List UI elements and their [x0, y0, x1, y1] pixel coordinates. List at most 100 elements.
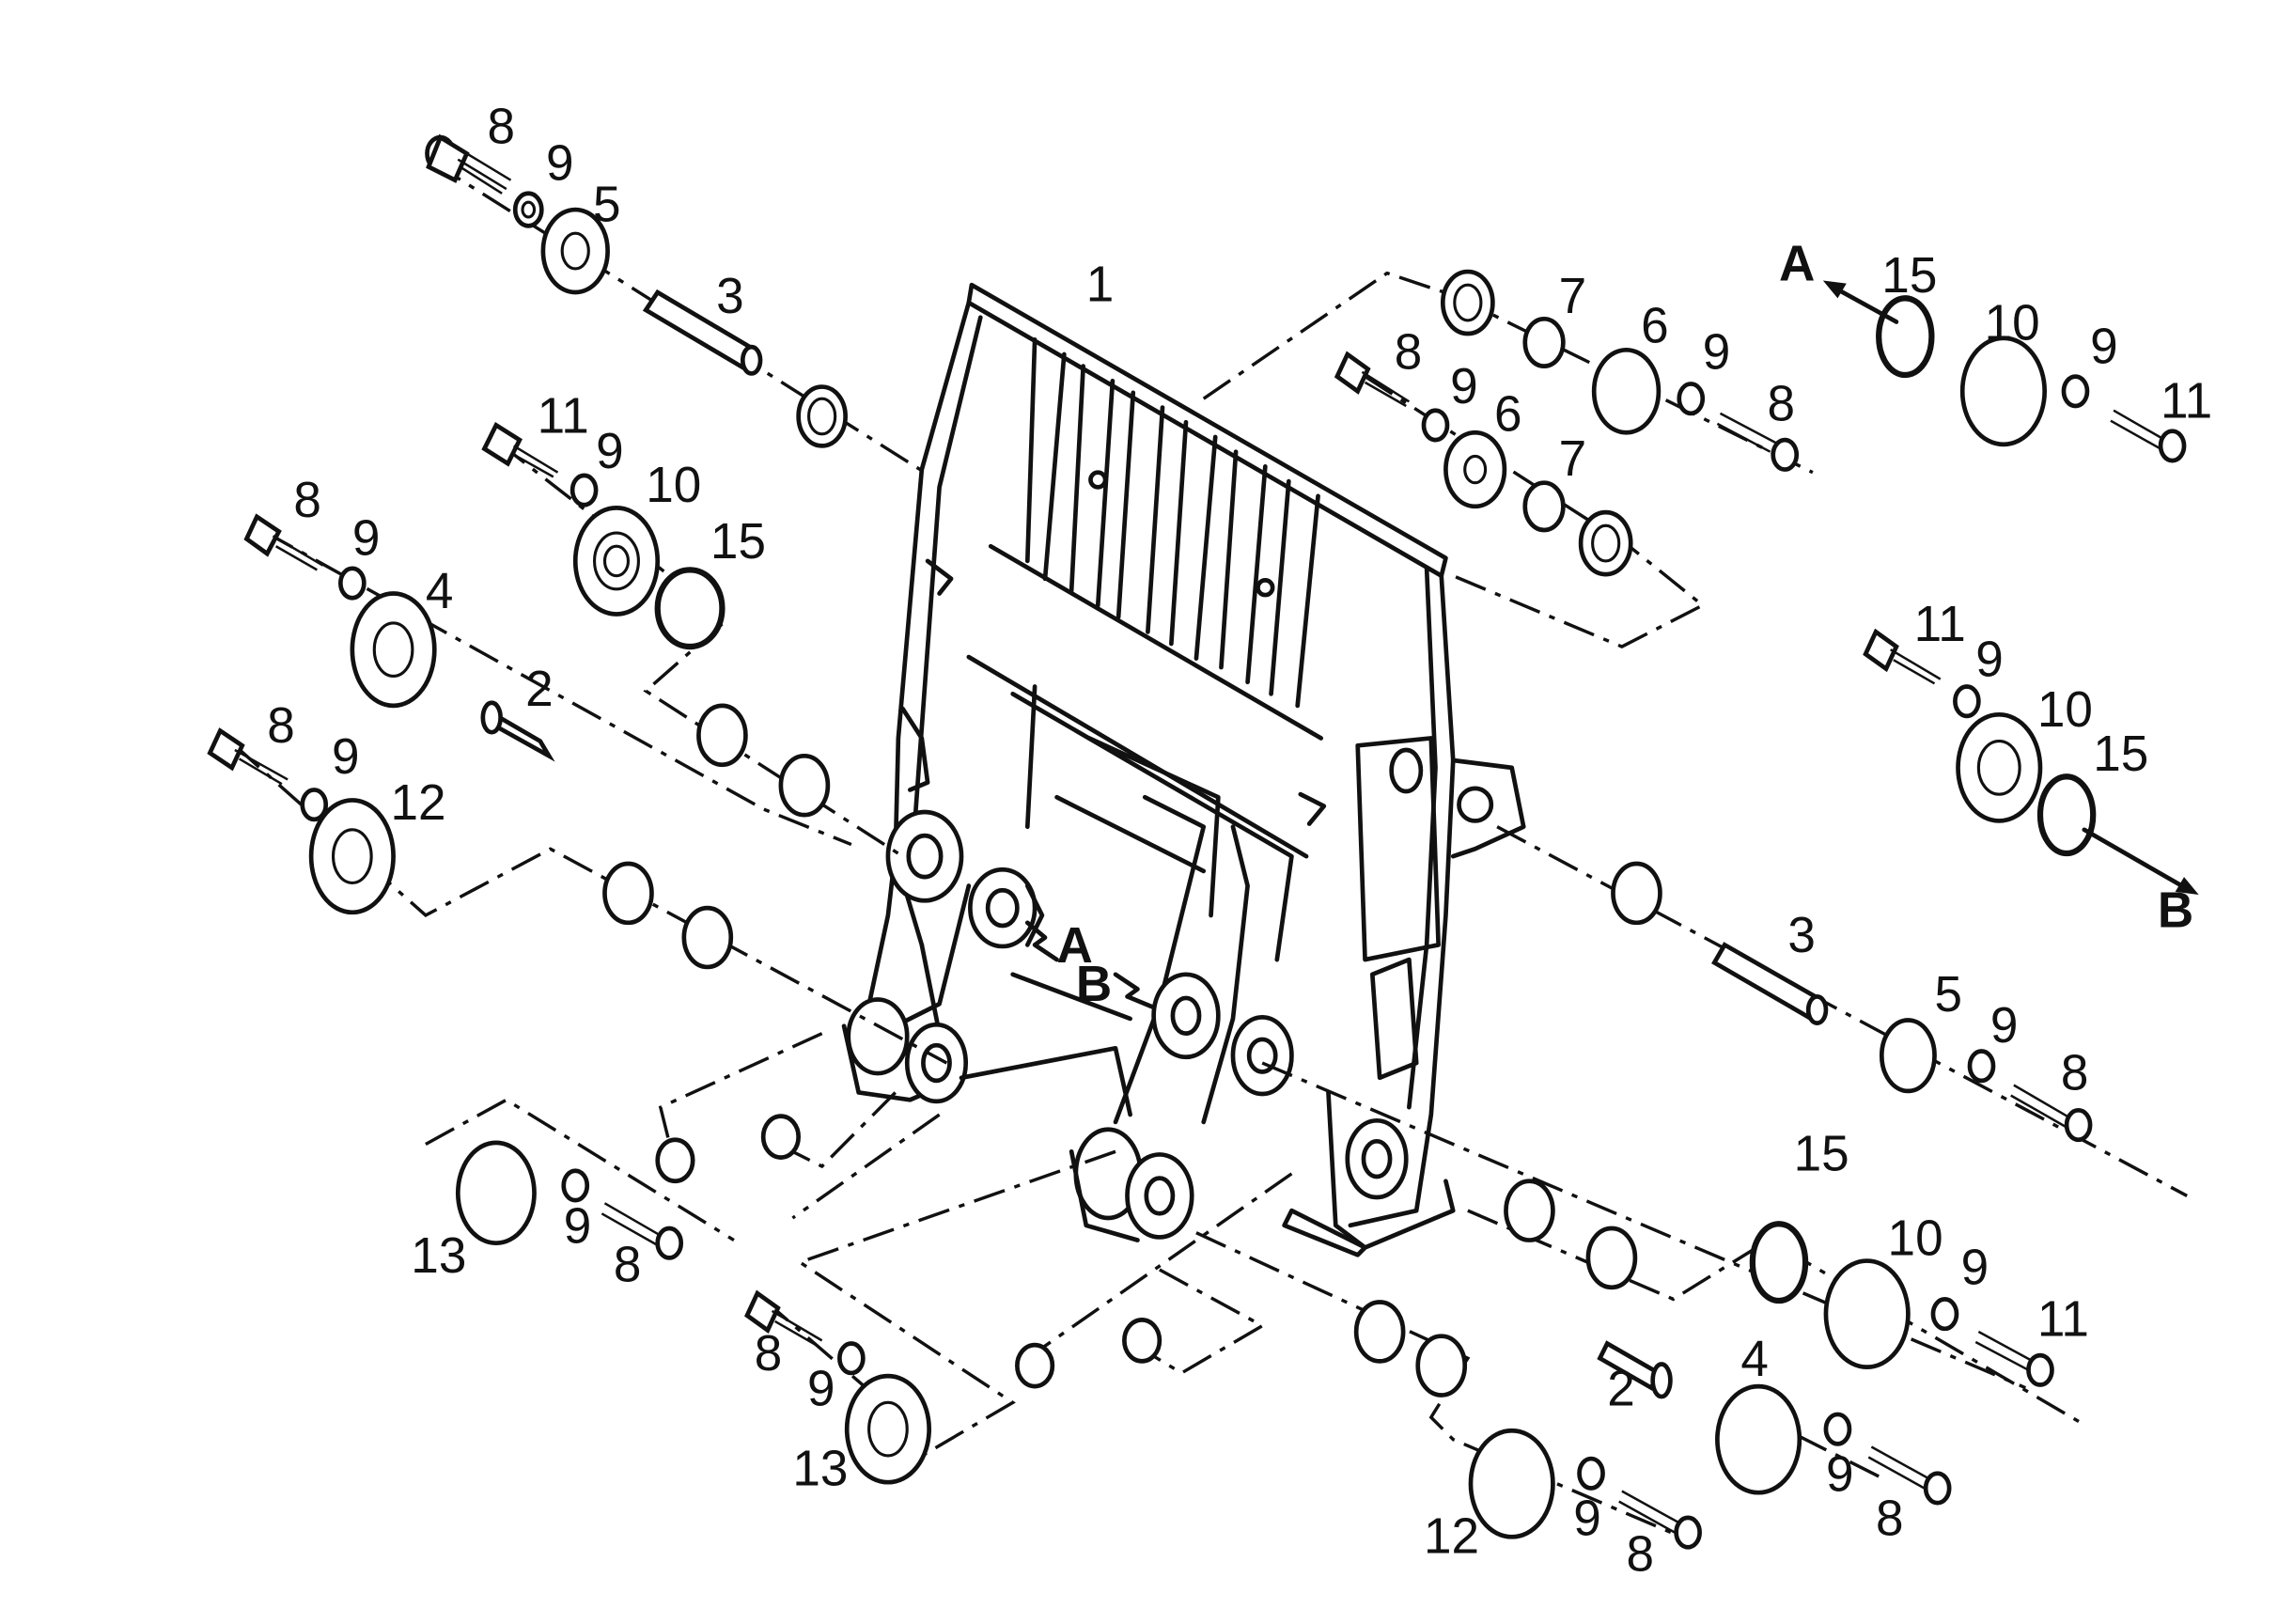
- part-labels: 1 8 9 5 3 11 9 10 15 8 9 4 2 8 9 12 7 6 …: [267, 99, 2212, 1582]
- bushing-top-right: [1440, 269, 1495, 336]
- disc-13-bottom: [844, 1373, 931, 1485]
- label-bolt-c: 8: [267, 698, 295, 754]
- label-bolt-a: 8: [488, 99, 516, 154]
- disc-4-left: [350, 591, 437, 709]
- screw-11-right: [1863, 628, 1942, 685]
- bushing-mid-right: [1578, 509, 1633, 577]
- label-washer-k: 9: [1826, 1446, 1854, 1502]
- bolt-8-bottom-mid: [744, 1289, 823, 1347]
- label-washer-d: 9: [332, 729, 360, 785]
- label-washer-n: 9: [807, 1361, 835, 1416]
- pin-2-left: [480, 700, 555, 762]
- label-screw-11-c: 11: [1914, 597, 1966, 652]
- bushing-right-mid: [1611, 861, 1662, 926]
- label-bolt-i: 8: [614, 1237, 642, 1292]
- label-disc-4-a: 4: [426, 564, 454, 619]
- label-screw-11-d: 11: [2037, 1292, 2089, 1348]
- disc-5-right: [1879, 1018, 1937, 1094]
- view-mark-b-right: B: [2158, 882, 2193, 938]
- label-cap-10-b: 10: [1985, 295, 2040, 351]
- view-mark-b-mid: B: [1076, 957, 1112, 1012]
- bolt-8-topleft: [425, 133, 512, 195]
- bolt-8-lower-right: [1867, 1445, 1952, 1506]
- label-pin-2-b: 2: [1607, 1361, 1635, 1416]
- bushings-left-mid: [696, 703, 831, 818]
- pin-3-top: [642, 289, 763, 376]
- ring-15-lower-right: [1749, 1221, 1809, 1304]
- bolt-8-bottom-right: [1618, 1490, 1702, 1550]
- label-pin-2-a: 2: [525, 662, 554, 717]
- label-washer-m: 9: [564, 1199, 592, 1255]
- label-washer-l: 9: [1573, 1491, 1601, 1547]
- label-screw-11-a: 11: [538, 388, 589, 444]
- label-pin-3-b: 3: [1787, 908, 1816, 963]
- cap-10-top-right: [1959, 336, 2048, 447]
- label-washer-b: 9: [596, 424, 624, 479]
- bushings-left-low: [602, 861, 734, 970]
- label-washer-i: 9: [1990, 998, 2019, 1054]
- label-ring-15-d: 15: [1794, 1127, 1849, 1182]
- label-disc-12-b: 12: [1424, 1508, 1479, 1564]
- label-washer-f: 9: [1450, 359, 1478, 414]
- label-washer-c: 9: [352, 511, 381, 567]
- label-washer-e: 9: [1703, 325, 1731, 381]
- label-bolt-d: 8: [1767, 377, 1795, 432]
- label-disc-6-b: 6: [1494, 387, 1522, 443]
- label-washer-h: 9: [1975, 632, 2004, 687]
- label-washer-a: 9: [546, 136, 574, 192]
- label-disc-12-a: 12: [390, 775, 445, 831]
- bushing-top-left: [796, 384, 848, 448]
- pin-2-lower-right: [1597, 1340, 1673, 1399]
- label-cap-10-a: 10: [646, 458, 701, 513]
- screw-11-top-right: [2110, 409, 2187, 463]
- label-bushing-b: 7: [1559, 431, 1587, 487]
- hardware-parts: [207, 133, 2199, 1550]
- cap-10-left: [572, 506, 661, 617]
- label-frame-1: 1: [1086, 257, 1115, 312]
- label-bushing-a: 7: [1559, 269, 1587, 324]
- label-cap-10-c: 10: [2037, 682, 2093, 738]
- label-screw-11-b: 11: [2161, 373, 2212, 429]
- label-ring-15-a: 15: [710, 514, 766, 570]
- cap-10-right: [1956, 711, 2043, 823]
- label-disc-5-b: 5: [1935, 967, 1963, 1023]
- label-cap-10-d: 10: [1888, 1210, 1943, 1266]
- ring-15-right: [2036, 773, 2097, 857]
- disc-12-left: [308, 798, 396, 915]
- disc-13-left: [455, 1140, 537, 1246]
- label-disc-13-b: 13: [792, 1441, 848, 1496]
- label-bolt-b: 8: [293, 473, 321, 528]
- label-bolt-h: 8: [1627, 1526, 1655, 1582]
- label-disc-4-b: 4: [1740, 1332, 1769, 1387]
- label-pin-3-a: 3: [716, 269, 744, 324]
- disc-6-top-right: [1591, 347, 1662, 435]
- label-disc-5-a: 5: [593, 178, 621, 233]
- pin-3-right: [1711, 942, 1829, 1025]
- bolt-8-top-right: [1716, 412, 1800, 472]
- screw-11-lower-right: [1974, 1330, 2054, 1387]
- ring-15-left: [654, 567, 726, 650]
- bolt-8-right: [2010, 1084, 2093, 1143]
- disc-5-top: [540, 207, 610, 295]
- label-ring-15-c: 15: [2093, 726, 2148, 782]
- disc-6-mid-right: [1443, 429, 1507, 509]
- main-frame: [841, 282, 1526, 1257]
- bolt-8-mid-right: [1334, 351, 1411, 408]
- label-ring-15-b: 15: [1881, 248, 1937, 304]
- bolt-8-bottom-left: [601, 1202, 684, 1260]
- label-bolt-g: 8: [1876, 1491, 1904, 1547]
- label-bolt-j: 8: [755, 1326, 783, 1382]
- label-washer-g: 9: [2090, 319, 2118, 374]
- washer-9-a: [512, 191, 544, 228]
- label-bolt-f: 8: [2061, 1045, 2089, 1101]
- ring-15-top-right: [1876, 295, 1935, 379]
- label-disc-6-a: 6: [1641, 298, 1669, 353]
- disc-4-lower-right: [1715, 1383, 1802, 1495]
- cap-10-lower-right: [1823, 1258, 1911, 1370]
- label-bolt-e: 8: [1395, 325, 1423, 381]
- bolt-8-left-lower: [207, 727, 289, 786]
- disc-12-bottom: [1468, 1428, 1555, 1539]
- bolt-8-left-upper: [243, 513, 324, 571]
- view-mark-a-top: A: [1779, 236, 1815, 291]
